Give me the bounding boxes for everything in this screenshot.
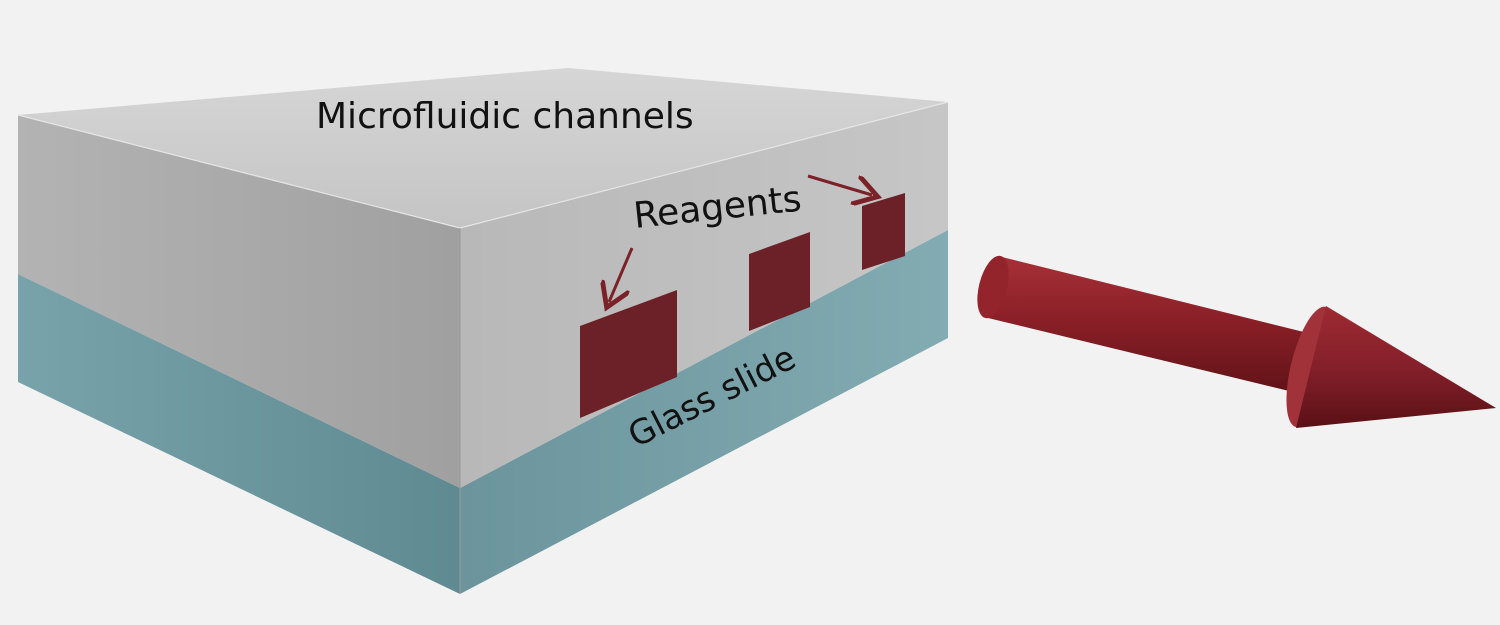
flow-direction-arrow-icon (977, 255, 1496, 428)
reagent-pad (862, 193, 905, 270)
reagent-pad (580, 290, 677, 418)
glass-slide-right-face (460, 230, 948, 594)
reagent-pointer-arrow (609, 247, 634, 302)
device-block (17, 68, 949, 594)
reagent-pointers (609, 174, 872, 302)
reagent-pad (749, 232, 810, 331)
pdms-layer-left-face (18, 115, 460, 488)
glass-slide-left-face (18, 274, 460, 594)
label-microfluidic-channels: Microfluidic channels (316, 96, 694, 137)
reagent-pointer-arrow (807, 174, 872, 195)
reagent-pads (580, 193, 905, 418)
pdms-layer-top-face (18, 68, 948, 228)
